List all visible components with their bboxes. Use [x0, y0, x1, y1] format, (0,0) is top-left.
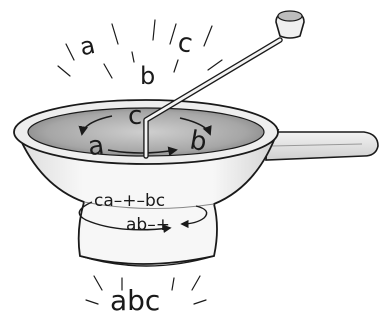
input-letter-b: b	[140, 62, 155, 90]
output-label-abc: abc	[110, 284, 160, 317]
input-letter-c: c	[176, 27, 195, 59]
pot-letter-c: c	[128, 101, 142, 131]
input-letter-a: a	[77, 31, 97, 61]
bowl-reaction-line1: ca–+–bc	[94, 191, 165, 211]
bowl-reaction-line2: ab–+	[126, 215, 170, 235]
